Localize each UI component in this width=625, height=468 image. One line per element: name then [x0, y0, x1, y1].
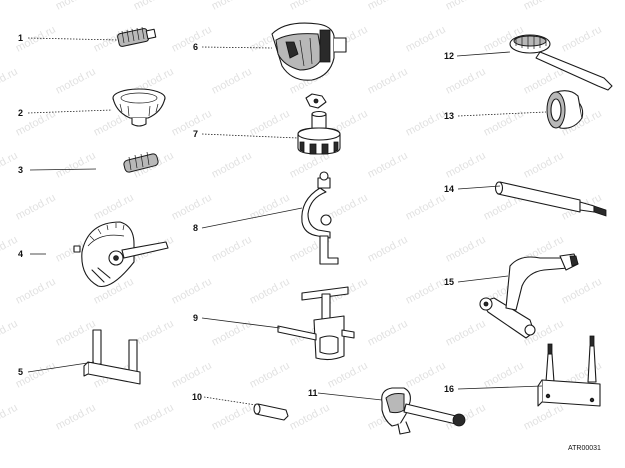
callout-numbers: 1 2 3 4 5 6 7 8 9 10 11 12 13 14 15 16 — [18, 33, 454, 402]
tool-8-c-clamp — [301, 171, 339, 265]
watermark-text: motod.ru — [132, 0, 176, 13]
watermark-text: motod.ru — [132, 402, 176, 433]
callout-13: 13 — [444, 111, 454, 121]
callout-2: 2 — [18, 108, 23, 118]
callout-7: 7 — [193, 129, 198, 139]
tool-9-press-tool — [277, 286, 355, 361]
callout-10: 10 — [192, 392, 202, 402]
tool-3-pin — [123, 151, 159, 173]
callout-15: 15 — [444, 277, 454, 287]
watermark-text: motod.ru — [210, 0, 254, 13]
watermark-text: motod.ru — [210, 150, 254, 181]
watermark-text: motod.ru — [248, 192, 292, 223]
tool-14-shaft — [494, 181, 607, 217]
tool-4-degree-disc — [73, 221, 169, 288]
watermark-text: motod.ru — [170, 276, 214, 307]
watermark-text: motod.ru — [248, 276, 292, 307]
watermark-text: motod.ru — [0, 66, 20, 97]
callout-16: 16 — [444, 384, 454, 394]
callout-11: 11 — [308, 388, 318, 398]
callout-12: 12 — [444, 51, 454, 61]
watermark-text: motod.ru — [522, 0, 566, 13]
tool-5-bracket — [83, 329, 141, 385]
tool-10-drift — [253, 403, 289, 421]
watermark-text: motod.ru — [444, 318, 488, 349]
watermark-text: motod.ru — [404, 276, 448, 307]
watermark-text: motod.ru — [54, 66, 98, 97]
watermark-text: motod.ru — [560, 24, 604, 55]
watermark-text: motod.ru — [54, 0, 98, 13]
watermark-text: motod.ru — [404, 24, 448, 55]
watermark-text: motod.ru — [210, 66, 254, 97]
watermark-text: motod.ru — [14, 276, 58, 307]
watermark-text: motod.ru — [444, 0, 488, 13]
tool-12-pin-spanner — [509, 34, 613, 91]
watermark-text: motod.ru — [444, 150, 488, 181]
watermark-text: motod.ru — [0, 318, 20, 349]
callout-9: 9 — [193, 313, 198, 323]
watermark-text: motod.ru — [366, 0, 410, 13]
watermark-text: motod.ru — [404, 192, 448, 223]
callout-8: 8 — [193, 223, 198, 233]
watermark-text: motod.ru — [248, 108, 292, 139]
watermark-text: motod.ru — [14, 192, 58, 223]
watermark-text: motod.ru — [0, 0, 20, 13]
watermark-text: motod.ru — [366, 150, 410, 181]
callout-14: 14 — [444, 184, 454, 194]
watermark-text: motod.ru — [92, 192, 136, 223]
callout-4: 4 — [18, 249, 23, 259]
watermark-text: motod.ru — [54, 150, 98, 181]
watermark-text: motod.ru — [170, 360, 214, 391]
watermark-text: motod.ru — [366, 318, 410, 349]
leader-lines — [27, 37, 547, 406]
watermark-text: motod.ru — [366, 234, 410, 265]
watermark-text: motod.ru — [444, 66, 488, 97]
watermark-text: motod.ru — [366, 66, 410, 97]
watermark-text: motod.ru — [248, 360, 292, 391]
watermark-text: motod.ru — [404, 108, 448, 139]
watermark-text: motod.ru — [288, 0, 332, 13]
watermark-text: motod.ru — [560, 276, 604, 307]
watermark-text: motod.ru — [0, 150, 20, 181]
watermark-text: motod.ru — [444, 234, 488, 265]
tool-1-threaded-stud — [117, 26, 157, 47]
callout-3: 3 — [18, 165, 23, 175]
watermark-text: motod.ru — [288, 402, 332, 433]
watermark-text: motod.ru — [210, 234, 254, 265]
watermark-text: motod.ru — [170, 192, 214, 223]
callout-6: 6 — [193, 42, 198, 52]
watermark-text: motod.ru — [170, 24, 214, 55]
watermark-text: motod.ru — [132, 318, 176, 349]
watermark-text: motod.ru — [0, 402, 20, 433]
watermark-text: motod.ru — [210, 318, 254, 349]
tool-7-ring-nut-tool — [297, 93, 341, 155]
watermark-text: motod.ru — [522, 402, 566, 433]
watermark-text: motod.ru — [522, 150, 566, 181]
watermark-text: motod.ru — [210, 402, 254, 433]
watermark-text: motod.ru — [482, 108, 526, 139]
callout-1: 1 — [18, 33, 23, 43]
callout-5: 5 — [18, 367, 23, 377]
watermark-text: motod.ru — [326, 192, 370, 223]
watermark-text: motod.ru — [482, 360, 526, 391]
watermark-text: motod.ru — [54, 318, 98, 349]
tool-6-socket-housing — [271, 22, 347, 81]
reference-code: ATR00031 — [568, 445, 601, 452]
watermark-text: motod.ru — [54, 402, 98, 433]
watermark-text: motod.ru — [170, 108, 214, 139]
tool-11-puller — [381, 387, 466, 435]
watermark-text: motod.ru — [0, 234, 20, 265]
tool-16-base-plate — [537, 335, 601, 407]
tool-15-crank — [479, 253, 579, 339]
tool-2-cup-socket — [112, 88, 166, 127]
watermark-text: motod.ru — [326, 360, 370, 391]
tool-13-ring — [546, 90, 584, 129]
watermark-text: motod.ru — [404, 360, 448, 391]
